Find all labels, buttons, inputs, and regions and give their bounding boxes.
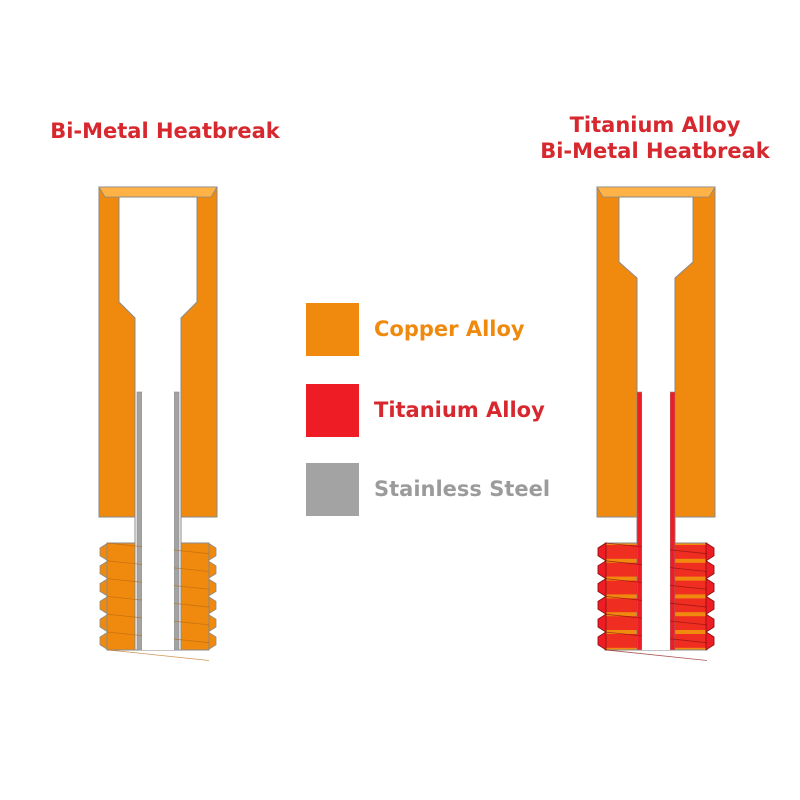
- right-thread-tooth-titanium-left: [597, 613, 607, 633]
- right-title-line-1: Titanium Alloy: [569, 113, 741, 137]
- right-thread-titanium-left: [605, 580, 637, 595]
- right-thread-titanium-left: [605, 634, 637, 648]
- right-tube-bore: [642, 392, 670, 650]
- left-tube-wall-right: [173, 391, 180, 651]
- right-diagram-title: Titanium Alloy Bi-Metal Heatbreak: [520, 112, 790, 164]
- legend-swatch-titanium: [306, 384, 359, 437]
- left-thread-line: [106, 649, 210, 661]
- right-thread-titanium-left: [605, 598, 637, 613]
- right-thread-line: [604, 649, 708, 661]
- right-thread-tooth-titanium-right: [705, 577, 715, 598]
- left-tube-wall-left: [136, 391, 143, 651]
- right-thread-tooth-titanium-left: [597, 631, 607, 651]
- right-tube-wall-left: [636, 391, 643, 651]
- right-title-line-2: Bi-Metal Heatbreak: [540, 139, 770, 163]
- right-thread-tooth-titanium-right: [705, 560, 715, 580]
- right-thread-titanium-left: [605, 562, 637, 577]
- right-thread-tooth-titanium-left: [597, 542, 607, 562]
- legend-swatch-copper: [306, 303, 359, 356]
- right-thread-tooth-titanium-right: [705, 595, 715, 615]
- right-thread-titanium-left: [605, 545, 637, 559]
- left-diagram-title: Bi-Metal Heatbreak: [30, 118, 300, 144]
- right-thread-tooth-titanium-left: [597, 577, 607, 598]
- legend-swatch-steel: [306, 463, 359, 516]
- legend-label-titanium: Titanium Alloy: [374, 398, 545, 422]
- right-thread-tooth-titanium-left: [597, 560, 607, 580]
- left-tube-bore: [142, 392, 174, 650]
- right-thread-tooth-titanium-left: [597, 595, 607, 615]
- right-thread-tooth-titanium-right: [705, 542, 715, 562]
- right-thread-tooth-titanium-right: [705, 631, 715, 651]
- legend-label-copper: Copper Alloy: [374, 317, 525, 341]
- left-title-line: Bi-Metal Heatbreak: [50, 119, 280, 143]
- right-thread-tooth-titanium-right: [705, 613, 715, 633]
- right-tube-wall-right: [669, 391, 676, 651]
- legend-label-steel: Stainless Steel: [374, 477, 551, 501]
- right-top-chamfer: [596, 186, 716, 198]
- left-top-chamfer: [98, 186, 218, 198]
- right-thread-titanium-left: [605, 616, 637, 630]
